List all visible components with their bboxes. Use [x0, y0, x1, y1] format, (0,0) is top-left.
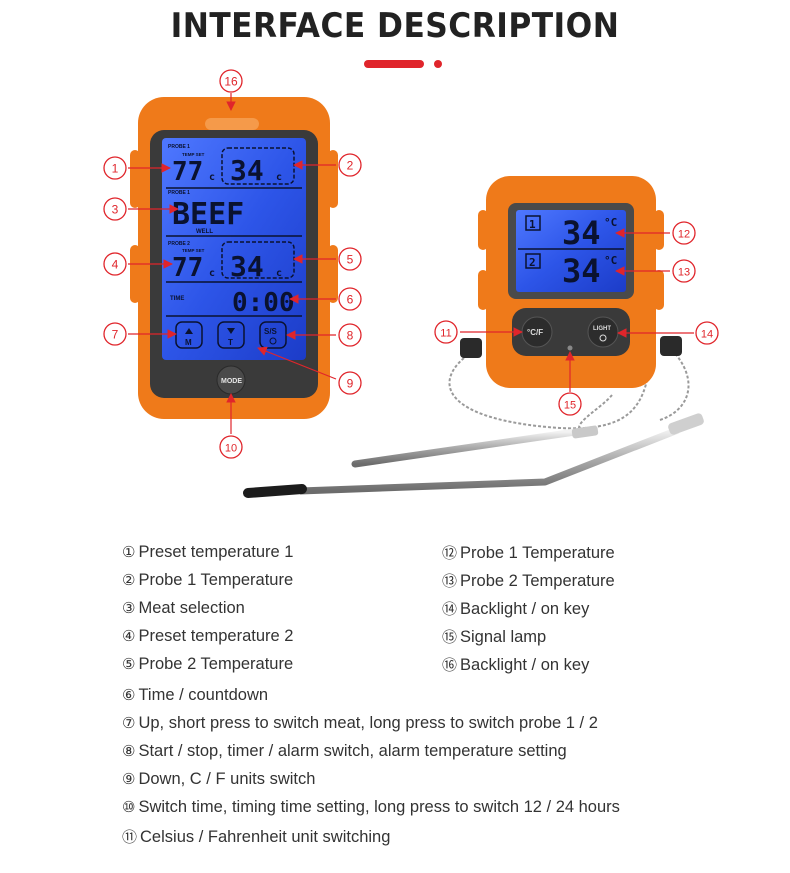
lcd-time: 0:00	[232, 288, 295, 318]
callout-3: 3	[103, 197, 127, 221]
lcd-probe2-unit: c	[276, 268, 282, 279]
d2-row2-temp: 34	[562, 252, 601, 290]
callout-4: 4	[103, 252, 127, 276]
down-key-sub: T	[228, 338, 233, 347]
power-icon	[599, 334, 607, 342]
down-arrow-icon	[227, 328, 235, 334]
callout-6: 6	[338, 287, 362, 311]
signal-icon	[269, 337, 277, 345]
lcd-time-label: TIME	[170, 296, 184, 302]
d2-row1-unit: °C	[604, 216, 617, 229]
probes	[243, 329, 704, 498]
title-underline-bar	[364, 60, 424, 68]
svg-text:7: 7	[112, 328, 119, 342]
d2-row1-temp: 34	[562, 214, 601, 252]
callout-2: 2	[338, 153, 362, 177]
svg-text:6: 6	[347, 293, 354, 307]
svg-text:11: 11	[440, 328, 451, 340]
lcd-preset2-value: 77	[172, 253, 203, 283]
callout-13: 13	[672, 259, 696, 283]
mode-key-label: MODE	[221, 378, 242, 385]
lcd-preset1-unit: c	[209, 172, 215, 183]
cf-key-label: °C/F	[527, 328, 543, 337]
callout-badges: 16 1 2 3 4 5 6 7 8 9 10 11 12 13 14 15	[103, 69, 719, 459]
down-key[interactable]: T	[217, 321, 245, 349]
svg-text:3: 3	[112, 203, 119, 217]
lcd-preset2-unit: c	[209, 268, 215, 279]
lcd-doneness: WELL	[196, 229, 213, 235]
svg-text:16: 16	[224, 75, 238, 89]
svg-text:8: 8	[347, 329, 354, 343]
device-2: 1 34 °C 2 34 °C °C/F LIGHT	[478, 176, 664, 388]
svg-text:15: 15	[564, 400, 576, 412]
lcd-probe2-temp: 34	[230, 250, 264, 283]
svg-text:12: 12	[678, 229, 690, 241]
lcd-temp-set2-label: TEMP SET	[182, 248, 205, 253]
light-key-label: LIGHT	[593, 326, 611, 332]
svg-text:14: 14	[701, 329, 713, 341]
up-key-sub: M	[185, 338, 192, 347]
callout-16: 16	[219, 69, 243, 93]
svg-text:1: 1	[112, 162, 119, 176]
lcd-meat-probe-label: PROBE 1	[168, 190, 190, 196]
device-1: PROBE 1 TEMP SET PROBE 1 WELL PROBE 2 TE…	[130, 97, 338, 419]
lcd-probe1-temp: 34	[230, 154, 264, 187]
callout-1: 1	[103, 156, 127, 180]
up-arrow-icon	[185, 328, 193, 334]
callout-7: 7	[103, 322, 127, 346]
callout-12: 12	[672, 221, 696, 245]
callout-arrows	[128, 93, 694, 434]
callout-10: 10	[219, 435, 243, 459]
lcd-probe1-label: PROBE 1	[168, 144, 190, 150]
lcd-probe1-unit: c	[276, 172, 282, 183]
lcd-probe2-label: PROBE 2	[168, 241, 190, 247]
signal-lamp	[567, 345, 573, 351]
callout-5: 5	[338, 247, 362, 271]
page-title: INTERFACE DESCRIPTION	[170, 6, 620, 46]
callout-15: 15	[558, 392, 582, 416]
callout-9: 9	[338, 371, 362, 395]
d2-row2-unit: °C	[604, 254, 617, 267]
d2-row2-number: 2	[529, 256, 536, 269]
svg-text:2: 2	[347, 159, 354, 173]
svg-text:5: 5	[347, 253, 354, 267]
celsius-fahrenheit-key[interactable]: °C/F	[521, 316, 553, 348]
svg-text:4: 4	[112, 258, 119, 272]
title-underline-dot	[434, 60, 442, 68]
callout-14: 14	[695, 321, 719, 345]
mode-key[interactable]: MODE	[216, 365, 246, 395]
svg-text:13: 13	[678, 267, 690, 279]
start-stop-label: S/S	[264, 327, 278, 336]
svg-text:9: 9	[347, 377, 354, 391]
lcd-meat: BEEF	[172, 197, 244, 232]
callout-8: 8	[338, 323, 362, 347]
svg-text:10: 10	[225, 443, 237, 455]
lcd-preset1-value: 77	[172, 157, 203, 187]
light-key[interactable]: LIGHT	[587, 316, 619, 348]
lcd-temp-set-label: TEMP SET	[182, 152, 205, 157]
start-stop-key[interactable]: S/S	[259, 321, 287, 349]
callout-11: 11	[434, 320, 458, 344]
product-illustration: PROBE 1 TEMP SET PROBE 1 WELL PROBE 2 TE…	[103, 69, 719, 498]
d2-row1-number: 1	[529, 218, 536, 231]
